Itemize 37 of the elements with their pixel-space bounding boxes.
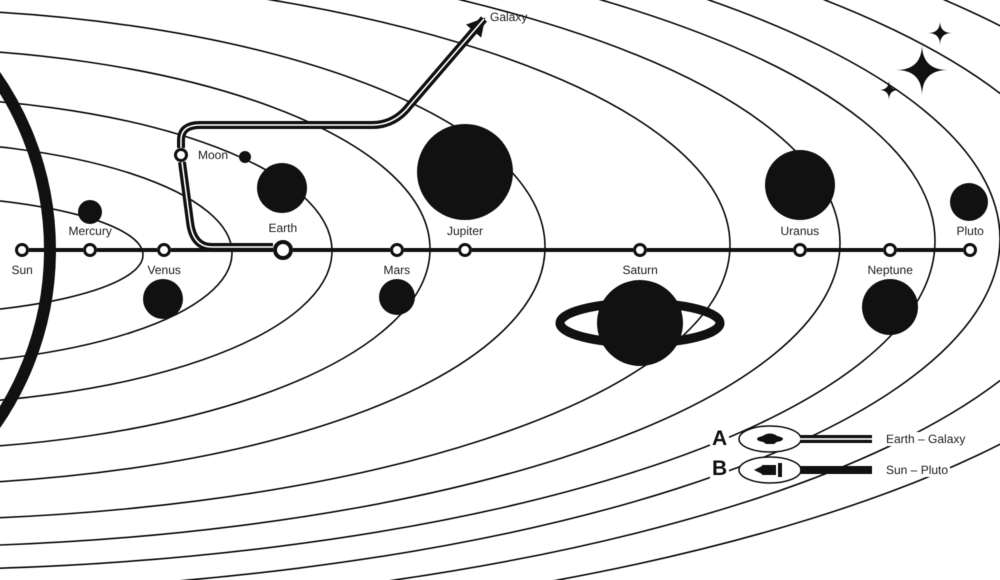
legend-letter: B	[710, 458, 730, 480]
double-route-line	[178, 161, 273, 251]
station-label: Jupiter	[447, 224, 484, 238]
station-marker	[273, 240, 293, 260]
legend-label: Earth – Galaxy	[884, 432, 968, 446]
station-marker	[793, 243, 807, 257]
route-line	[29, 248, 83, 252]
station-label: Saturn	[622, 263, 658, 277]
legend-label: Sun – Pluto	[884, 463, 950, 477]
route-line	[897, 248, 963, 252]
station-label: Neptune	[868, 263, 913, 277]
station-label: Mars	[384, 263, 410, 277]
route-line	[293, 248, 390, 252]
route-line	[647, 248, 793, 252]
destination-label: Galaxy	[490, 10, 528, 24]
station-marker	[174, 148, 188, 162]
station-marker	[458, 243, 472, 257]
route-line	[171, 248, 273, 252]
station-marker	[83, 243, 97, 257]
station-marker	[390, 243, 404, 257]
station-marker	[15, 243, 29, 257]
station-label: Moon	[198, 148, 228, 162]
station-label: Uranus	[780, 224, 820, 238]
double-route-line	[177, 16, 488, 148]
station-marker	[633, 243, 647, 257]
station-marker	[157, 243, 171, 257]
station-marker	[883, 243, 897, 257]
route-line	[807, 248, 883, 252]
station-label: Sun	[12, 263, 33, 277]
station-marker	[963, 243, 977, 257]
route-line	[97, 248, 157, 252]
station-label: Venus	[148, 263, 181, 277]
route-line	[472, 248, 633, 252]
station-label: Earth	[268, 221, 298, 235]
station-label: Pluto	[956, 224, 984, 238]
station-label: Mercury	[68, 224, 112, 238]
route-line	[404, 248, 458, 252]
